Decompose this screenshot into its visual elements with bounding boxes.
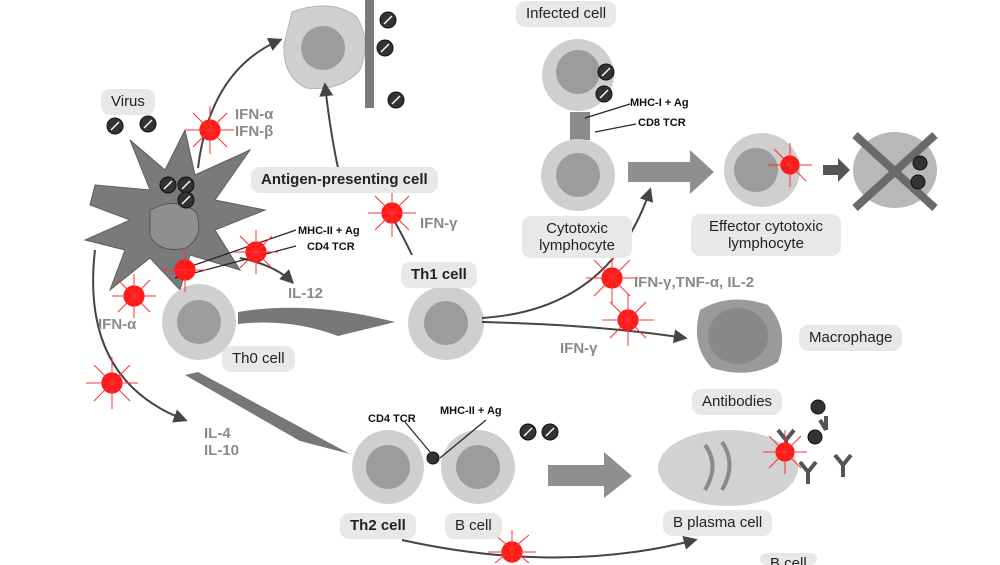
effector-cytotoxic-cell (724, 133, 800, 207)
label-ifn-beta: IFN-β (235, 123, 274, 140)
label-mhc2-ag-top: MHC-II + Ag (298, 225, 360, 237)
label-th2-cell: Th2 cell (340, 513, 416, 539)
label-b-plasma-cell: B plasma cell (663, 510, 773, 536)
label-cd8-tcr: CD8 TCR (638, 117, 686, 129)
mhc-tcr-contact (570, 112, 590, 140)
label-antigen-presenting-cell: Antigen-presenting cell (251, 167, 438, 193)
label-th1-cell: Th1 cell (401, 262, 477, 288)
label-ifn-alpha: IFN-α (235, 106, 274, 123)
label-mhc2-ag-bottom: MHC-II + Ag (440, 405, 502, 417)
label-b-cell-cut: B cell (760, 553, 817, 565)
label-cd4-tcr-top: CD4 TCR (307, 241, 355, 253)
b-plasma-cell (658, 430, 798, 506)
label-cd4-tcr-bottom: CD4 TCR (368, 413, 416, 425)
label-il12: IL-12 (288, 285, 324, 302)
cell-membrane (365, 0, 374, 108)
dendritic-cell (83, 128, 267, 292)
virus-glyphs (110, 15, 611, 437)
cytokine-rays (86, 106, 812, 563)
label-cytokines-mid: IFN-γ,TNF-α, IL-2 (634, 274, 755, 291)
label-il4: IL-4 (204, 425, 231, 442)
label-infected-cell: Infected cell (516, 1, 617, 27)
b-cell (441, 430, 515, 504)
label-ifn-alpha-left: IFN-α (98, 316, 137, 333)
label-b-cell: B cell (445, 513, 502, 539)
th0-cell (162, 284, 236, 360)
killed-cell (852, 132, 938, 211)
label-antibodies: Antibodies (692, 389, 783, 415)
th2-cell (352, 430, 424, 504)
label-ifn-gamma-mid: IFN-γ (560, 340, 598, 357)
label-virus: Virus (101, 89, 155, 115)
label-cytotoxic-lymphocyte: Cytotoxic lymphocyte (522, 216, 632, 258)
label-ifn-gamma-top: IFN-γ (420, 215, 458, 232)
flow-arrows (92, 37, 698, 559)
label-macrophage: Macrophage (799, 325, 903, 351)
label-th0-cell: Th0 cell (222, 346, 295, 372)
label-mhc1-ag: MHC-I + Ag (630, 97, 689, 109)
label-ifn-alpha-beta: IFN-α IFN-β (235, 106, 273, 140)
label-il10: IL-10 (204, 442, 240, 459)
macrophage-cell (696, 299, 783, 373)
cytotoxic-lymphocyte-cell (541, 139, 615, 211)
th1-cell (408, 286, 484, 360)
label-il4-il10: IL-4 IL-10 (204, 425, 239, 459)
block-arrows (185, 150, 850, 498)
target-cell-top (283, 5, 366, 90)
label-effector-cytotoxic-lymphocyte: Effector cytotoxic lymphocyte (691, 214, 841, 256)
